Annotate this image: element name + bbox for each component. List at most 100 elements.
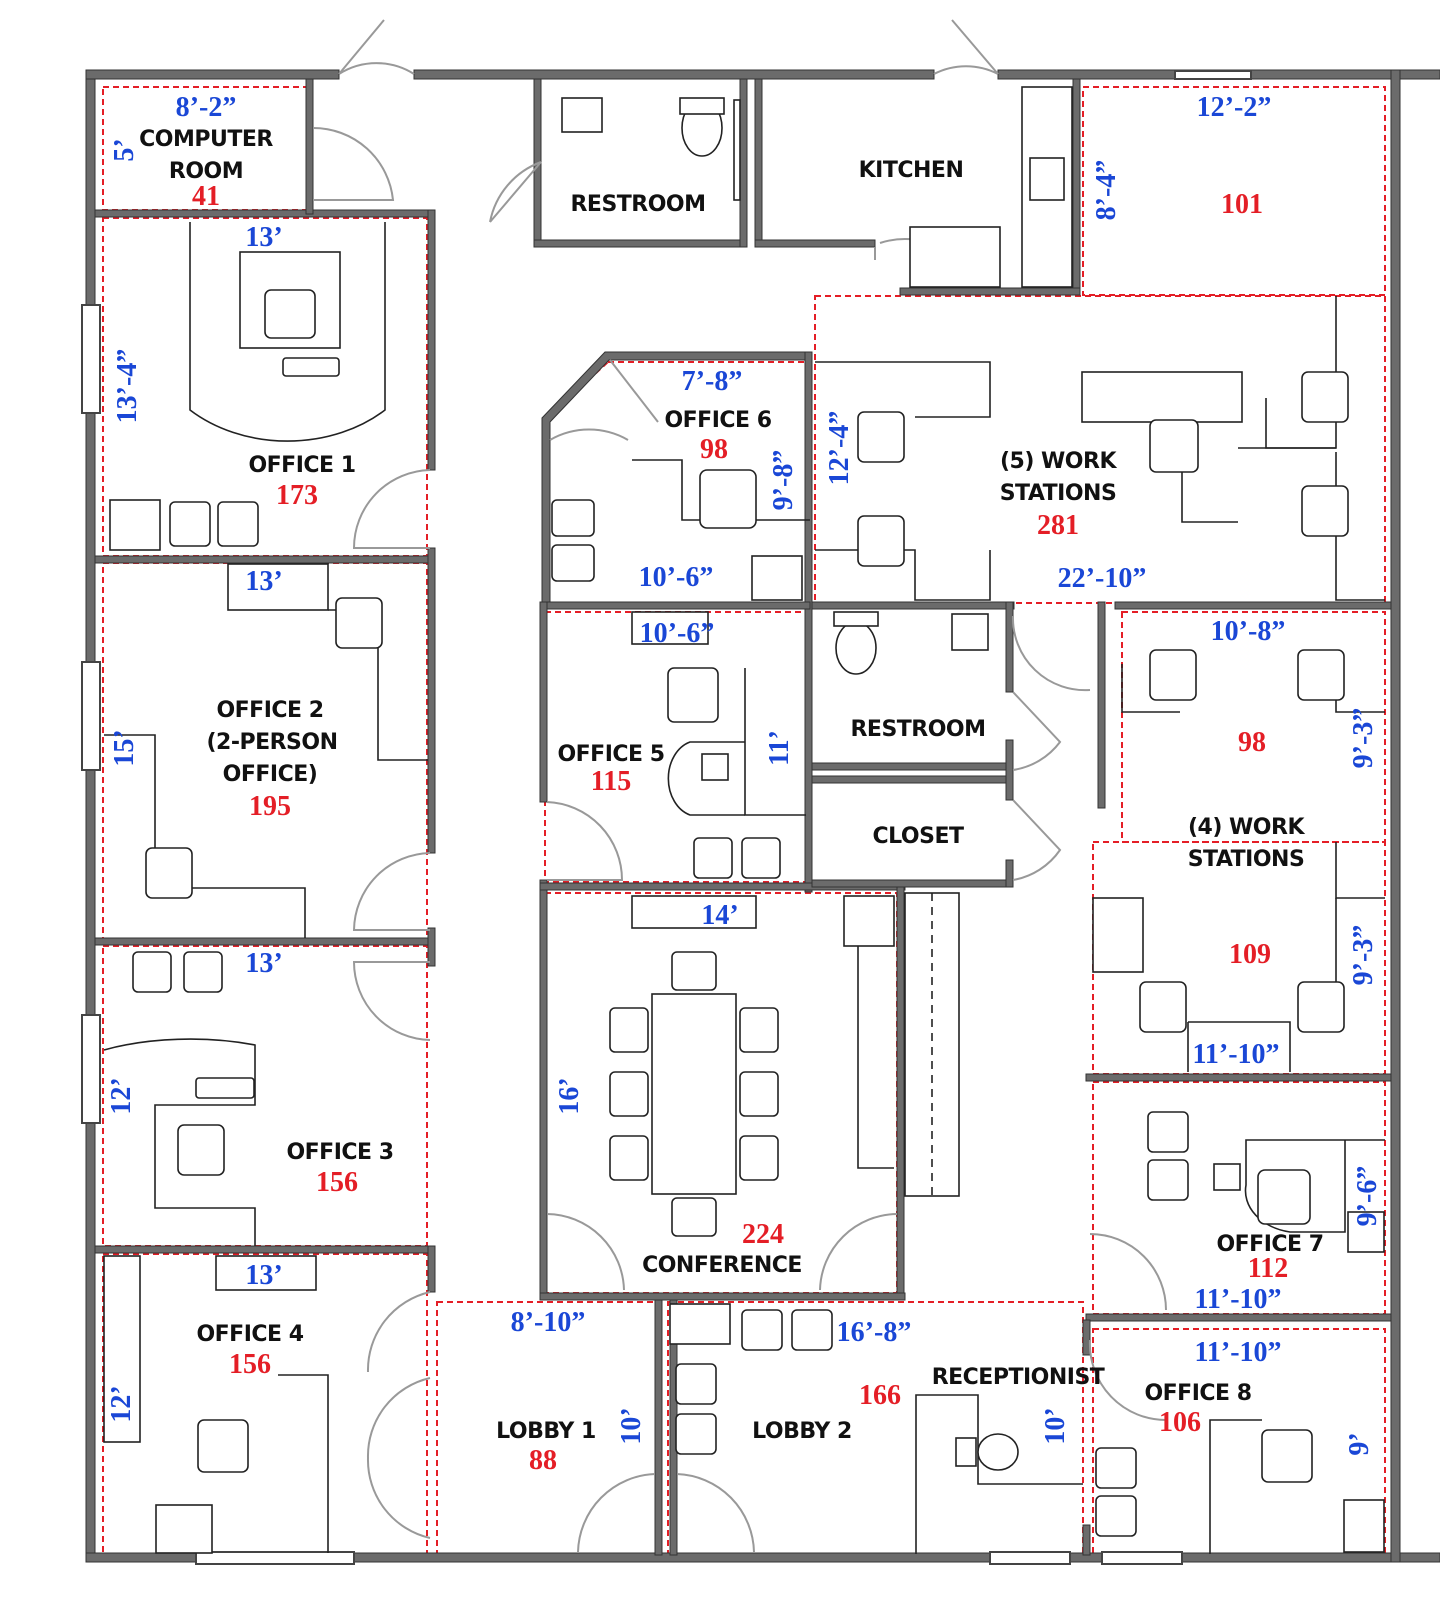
conference-door-left	[546, 1213, 625, 1291]
office4-doors	[366, 1291, 431, 1539]
lobby1-width: 8’-10”	[511, 1307, 586, 1338]
ws4-desk-lower-mid	[1187, 1021, 1291, 1072]
ws5-desk-upper	[815, 361, 991, 418]
ws5-name-line2: STATIONS	[1000, 481, 1117, 506]
office8-desk	[1209, 1419, 1262, 1554]
conference-table	[651, 993, 737, 1195]
office8-area: 106	[1159, 1407, 1201, 1438]
conference-name: CONFERENCE	[642, 1253, 802, 1278]
wall	[305, 78, 314, 215]
reception-desk	[915, 1394, 1083, 1554]
wall	[427, 1245, 436, 1293]
conference-credenza	[857, 946, 894, 1169]
receptionist-name: RECEPTIONIST	[932, 1365, 1105, 1390]
wall	[804, 351, 813, 893]
office7-guest-chair	[1147, 1111, 1189, 1153]
office8-name: OFFICE 8	[1144, 1381, 1251, 1406]
wall	[94, 1245, 436, 1254]
ws4-width-lower: 11’-10”	[1192, 1039, 1279, 1070]
office6-file	[751, 555, 803, 601]
lobby1-door	[577, 1473, 656, 1553]
closet-name: CLOSET	[873, 824, 964, 849]
office5-guest-chair	[693, 837, 733, 879]
office2-chair	[335, 597, 383, 649]
wall	[811, 601, 1015, 610]
kitchen-name: KITCHEN	[859, 158, 964, 183]
ws4-name-line1: (4) WORK	[1188, 815, 1305, 840]
office7-file	[1347, 1211, 1385, 1253]
ws4-depth-upper: 9’-3”	[1348, 708, 1379, 769]
computer-room-depth: 5’	[109, 138, 140, 161]
exterior-wall-left	[85, 69, 96, 1563]
wall	[1097, 601, 1106, 809]
exterior-wall-top-b	[413, 69, 935, 80]
conference-chair	[609, 1007, 649, 1053]
toilet	[835, 621, 877, 675]
reception-monitor	[955, 1437, 977, 1467]
wall	[533, 239, 747, 248]
wall	[1082, 1524, 1091, 1556]
office5-area: 115	[591, 766, 631, 797]
lobby2-chair	[675, 1363, 717, 1405]
refrigerator	[909, 226, 1001, 288]
office6-name: OFFICE 6	[664, 408, 771, 433]
office6-guest-chair	[551, 499, 595, 537]
wall	[811, 879, 1013, 888]
office1-cabinet	[109, 499, 161, 551]
wall	[654, 1299, 663, 1556]
wall	[539, 601, 811, 610]
ws4-desk-upper-left	[1121, 664, 1180, 713]
ws4-chair	[1139, 981, 1187, 1033]
office8-door	[1088, 1339, 1167, 1422]
wall	[1005, 859, 1014, 888]
conference-chair	[739, 1007, 779, 1053]
office6-door	[549, 359, 659, 441]
office5-chair	[667, 667, 719, 723]
office8-depth: 9’	[1344, 1432, 1375, 1455]
ws5-area: 281	[1037, 510, 1079, 541]
lobby2-chair	[675, 1413, 717, 1455]
ws5-chair	[857, 411, 905, 463]
restroom-top-door	[489, 161, 542, 223]
exterior-door-right	[933, 19, 999, 75]
exterior-wall-right	[1390, 69, 1401, 1563]
lobby2-depth: 10’	[1040, 1407, 1071, 1444]
lobby2-name: LOBBY 2	[752, 1419, 852, 1444]
kitchen-sink	[1029, 157, 1065, 201]
lobby2-area: 166	[859, 1380, 901, 1411]
lobby2-table	[669, 1303, 731, 1345]
office2-door	[352, 852, 431, 931]
office5-guest-chair	[741, 837, 781, 879]
wall	[1005, 739, 1014, 801]
office3-chair	[177, 1124, 225, 1176]
ws5-chair	[1301, 371, 1349, 423]
office3-desk	[103, 1038, 256, 1246]
wall	[427, 927, 436, 967]
wall	[739, 78, 748, 248]
ws5-chair	[857, 515, 905, 567]
office8-file	[1343, 1499, 1385, 1553]
windows	[81, 70, 1252, 1565]
conference-shelf	[631, 895, 757, 929]
room101-depth: 8’-4”	[1091, 160, 1122, 221]
wall	[896, 882, 905, 1301]
wall	[1085, 1073, 1392, 1082]
office1-chair	[264, 289, 316, 339]
computer-room-name-line1: COMPUTER	[139, 127, 273, 152]
office4-width: 13’	[245, 1260, 282, 1291]
office5-width: 10’-6”	[640, 618, 715, 649]
window-room101	[1174, 70, 1252, 80]
ws5-chair	[1149, 419, 1199, 473]
conference-area: 224	[742, 1219, 784, 1250]
office6-chair	[699, 469, 757, 529]
office3-guest-chair	[132, 951, 172, 993]
office3-door	[352, 961, 431, 1041]
exterior-door-left	[338, 19, 415, 75]
conference-depth: 16’	[554, 1077, 585, 1114]
office4-depth: 12’	[106, 1385, 137, 1422]
wall	[427, 209, 436, 471]
exterior-wall-top-a	[85, 69, 340, 80]
room101-width: 12’-2”	[1197, 92, 1272, 123]
office7-monitor	[1213, 1163, 1241, 1191]
